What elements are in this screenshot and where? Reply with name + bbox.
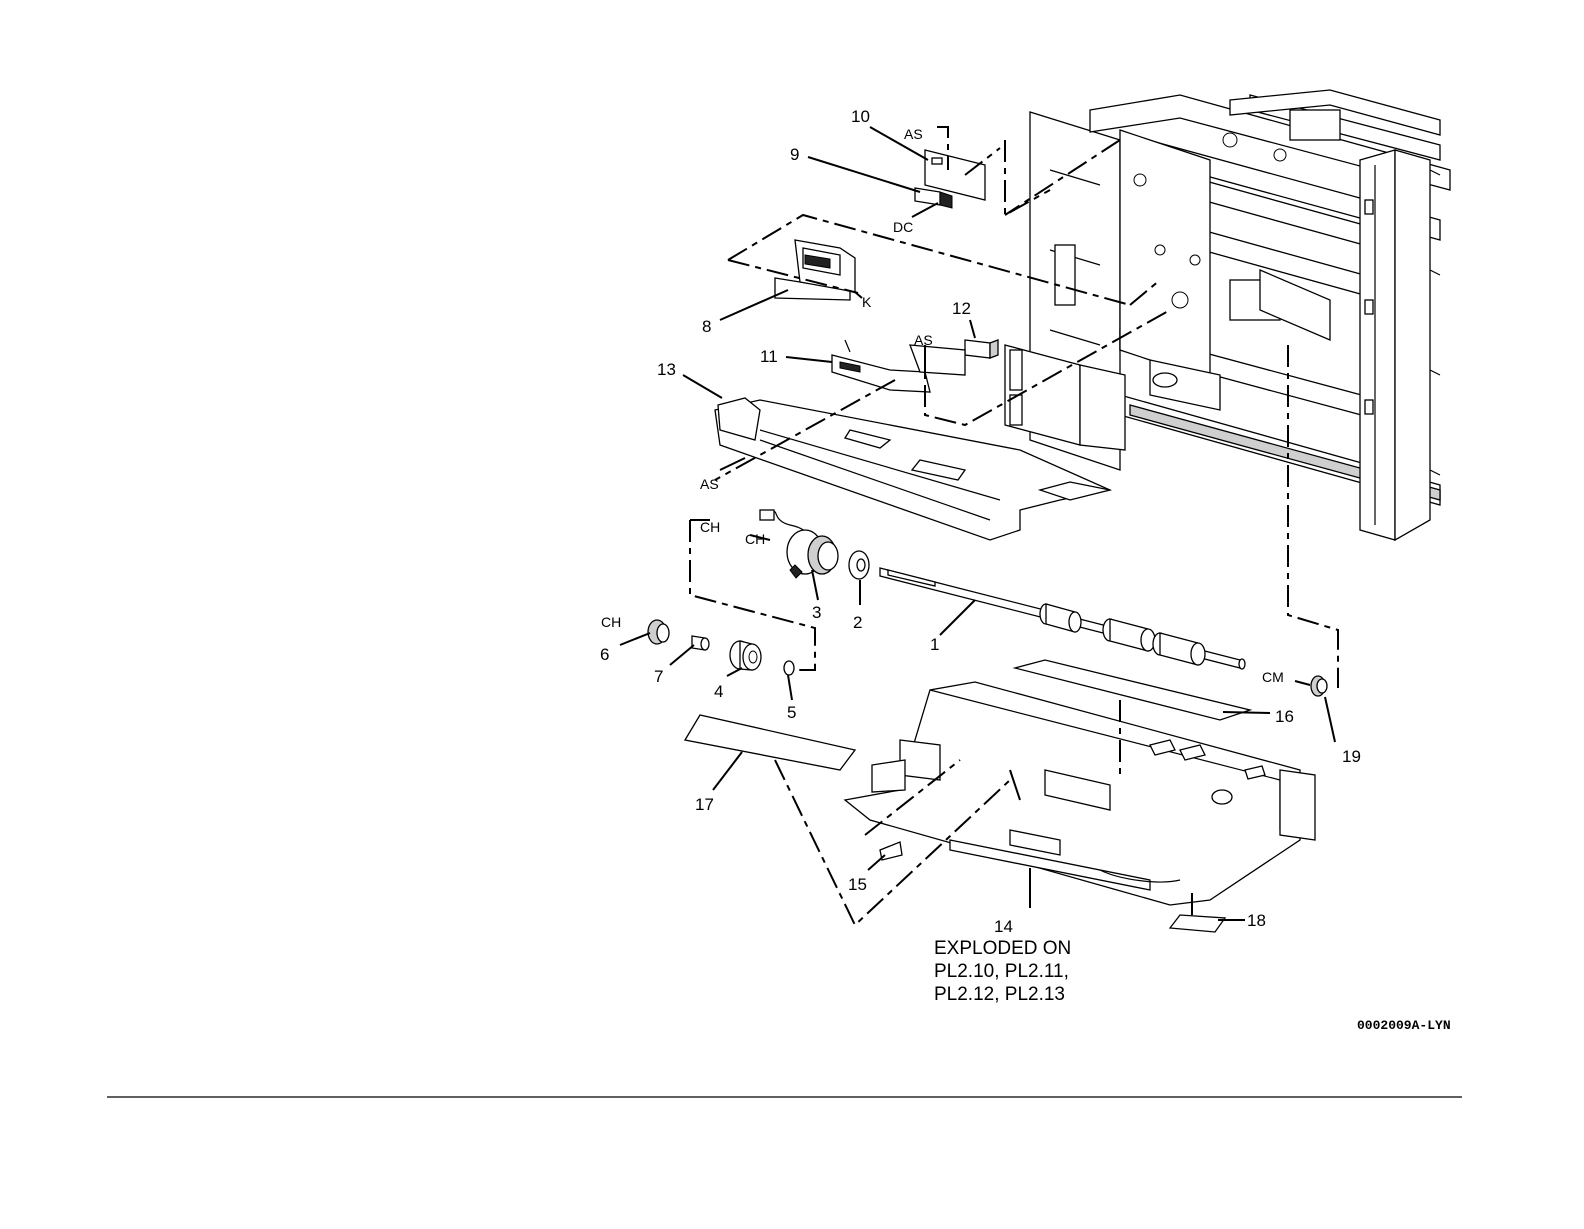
part-4-roller (730, 641, 761, 670)
callout-1: 1 (930, 635, 939, 654)
note-line-3: PL2.12, PL2.13 (934, 984, 1065, 1005)
figure-id: 0002009A-LYN (1357, 1018, 1451, 1033)
callout-5: 5 (787, 703, 796, 722)
callout-13: 13 (657, 360, 676, 379)
callout-15: 15 (848, 875, 867, 894)
part-19-bearing (1311, 676, 1327, 696)
code-ch-a: CH (700, 519, 720, 535)
code-ch-b: CH (745, 531, 765, 547)
part-14-tray (845, 682, 1315, 905)
code-cm-1: CM (1262, 669, 1284, 685)
callout-8: 8 (702, 317, 711, 336)
part-3-clutch (760, 510, 838, 578)
code-as-13: AS (700, 476, 719, 492)
callout-12: 12 (952, 299, 971, 318)
code-ch-c: CH (601, 614, 621, 630)
code-dc-9: DC (893, 219, 913, 235)
callout-4: 4 (714, 682, 723, 701)
callout-19: 19 (1342, 747, 1361, 766)
callout-10: 10 (851, 107, 870, 126)
code-as-10: AS (904, 126, 923, 142)
part-6-gear (648, 620, 669, 644)
callout-16: 16 (1275, 707, 1294, 726)
code-as-12: AS (914, 332, 933, 348)
callout-9: 9 (790, 145, 799, 164)
note-line-2: PL2.10, PL2.11, (934, 961, 1069, 982)
callout-18: 18 (1247, 911, 1266, 930)
note-line-1: EXPLODED ON (934, 938, 1071, 959)
part-12-block (965, 340, 998, 358)
callout-7: 7 (654, 667, 663, 686)
part-11-bracket (832, 340, 965, 392)
part-7-bushing (692, 636, 709, 650)
part-2-washer (849, 551, 869, 579)
code-k-8: K (862, 294, 872, 310)
callout-14: 14 (994, 917, 1013, 936)
callout-2: 2 (853, 613, 862, 632)
callout-11: 11 (760, 347, 778, 366)
part-5-clip (784, 661, 794, 675)
callout-3: 3 (812, 603, 821, 622)
callout-17: 17 (695, 795, 714, 814)
callout-6: 6 (600, 645, 609, 664)
part-14-note: EXPLODED ON PL2.10, PL2.11, PL2.12, PL2.… (934, 938, 1071, 1005)
